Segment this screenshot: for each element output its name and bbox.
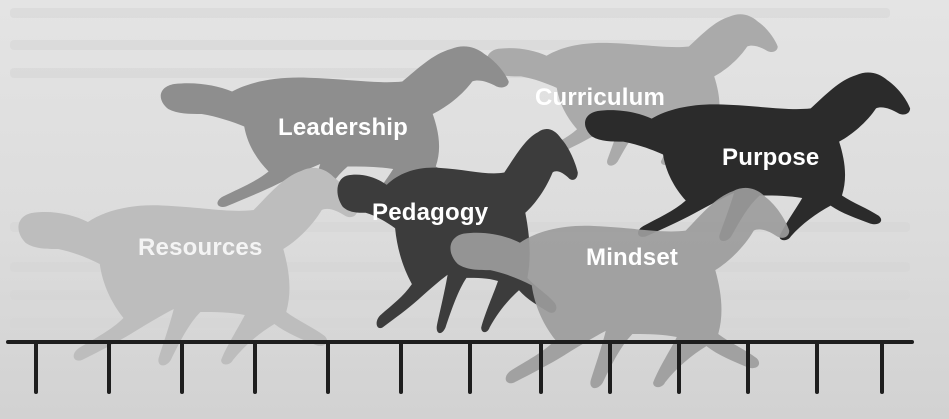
- bleed-through-line: [10, 68, 630, 78]
- bleed-through-line: [10, 40, 710, 50]
- bleed-through-line: [10, 290, 910, 300]
- resources-horse-icon: [18, 167, 358, 366]
- label-purpose: Purpose: [722, 144, 820, 171]
- bleed-through-line: [10, 318, 910, 328]
- label-curriculum: Curriculum: [535, 84, 666, 111]
- label-mindset: Mindset: [586, 244, 679, 271]
- bleed-through-line: [10, 8, 890, 18]
- label-resources: Resources: [138, 234, 263, 261]
- label-pedagogy: Pedagogy: [372, 199, 489, 226]
- race-track-fence-icon: [6, 340, 914, 394]
- label-leadership: Leadership: [278, 114, 409, 141]
